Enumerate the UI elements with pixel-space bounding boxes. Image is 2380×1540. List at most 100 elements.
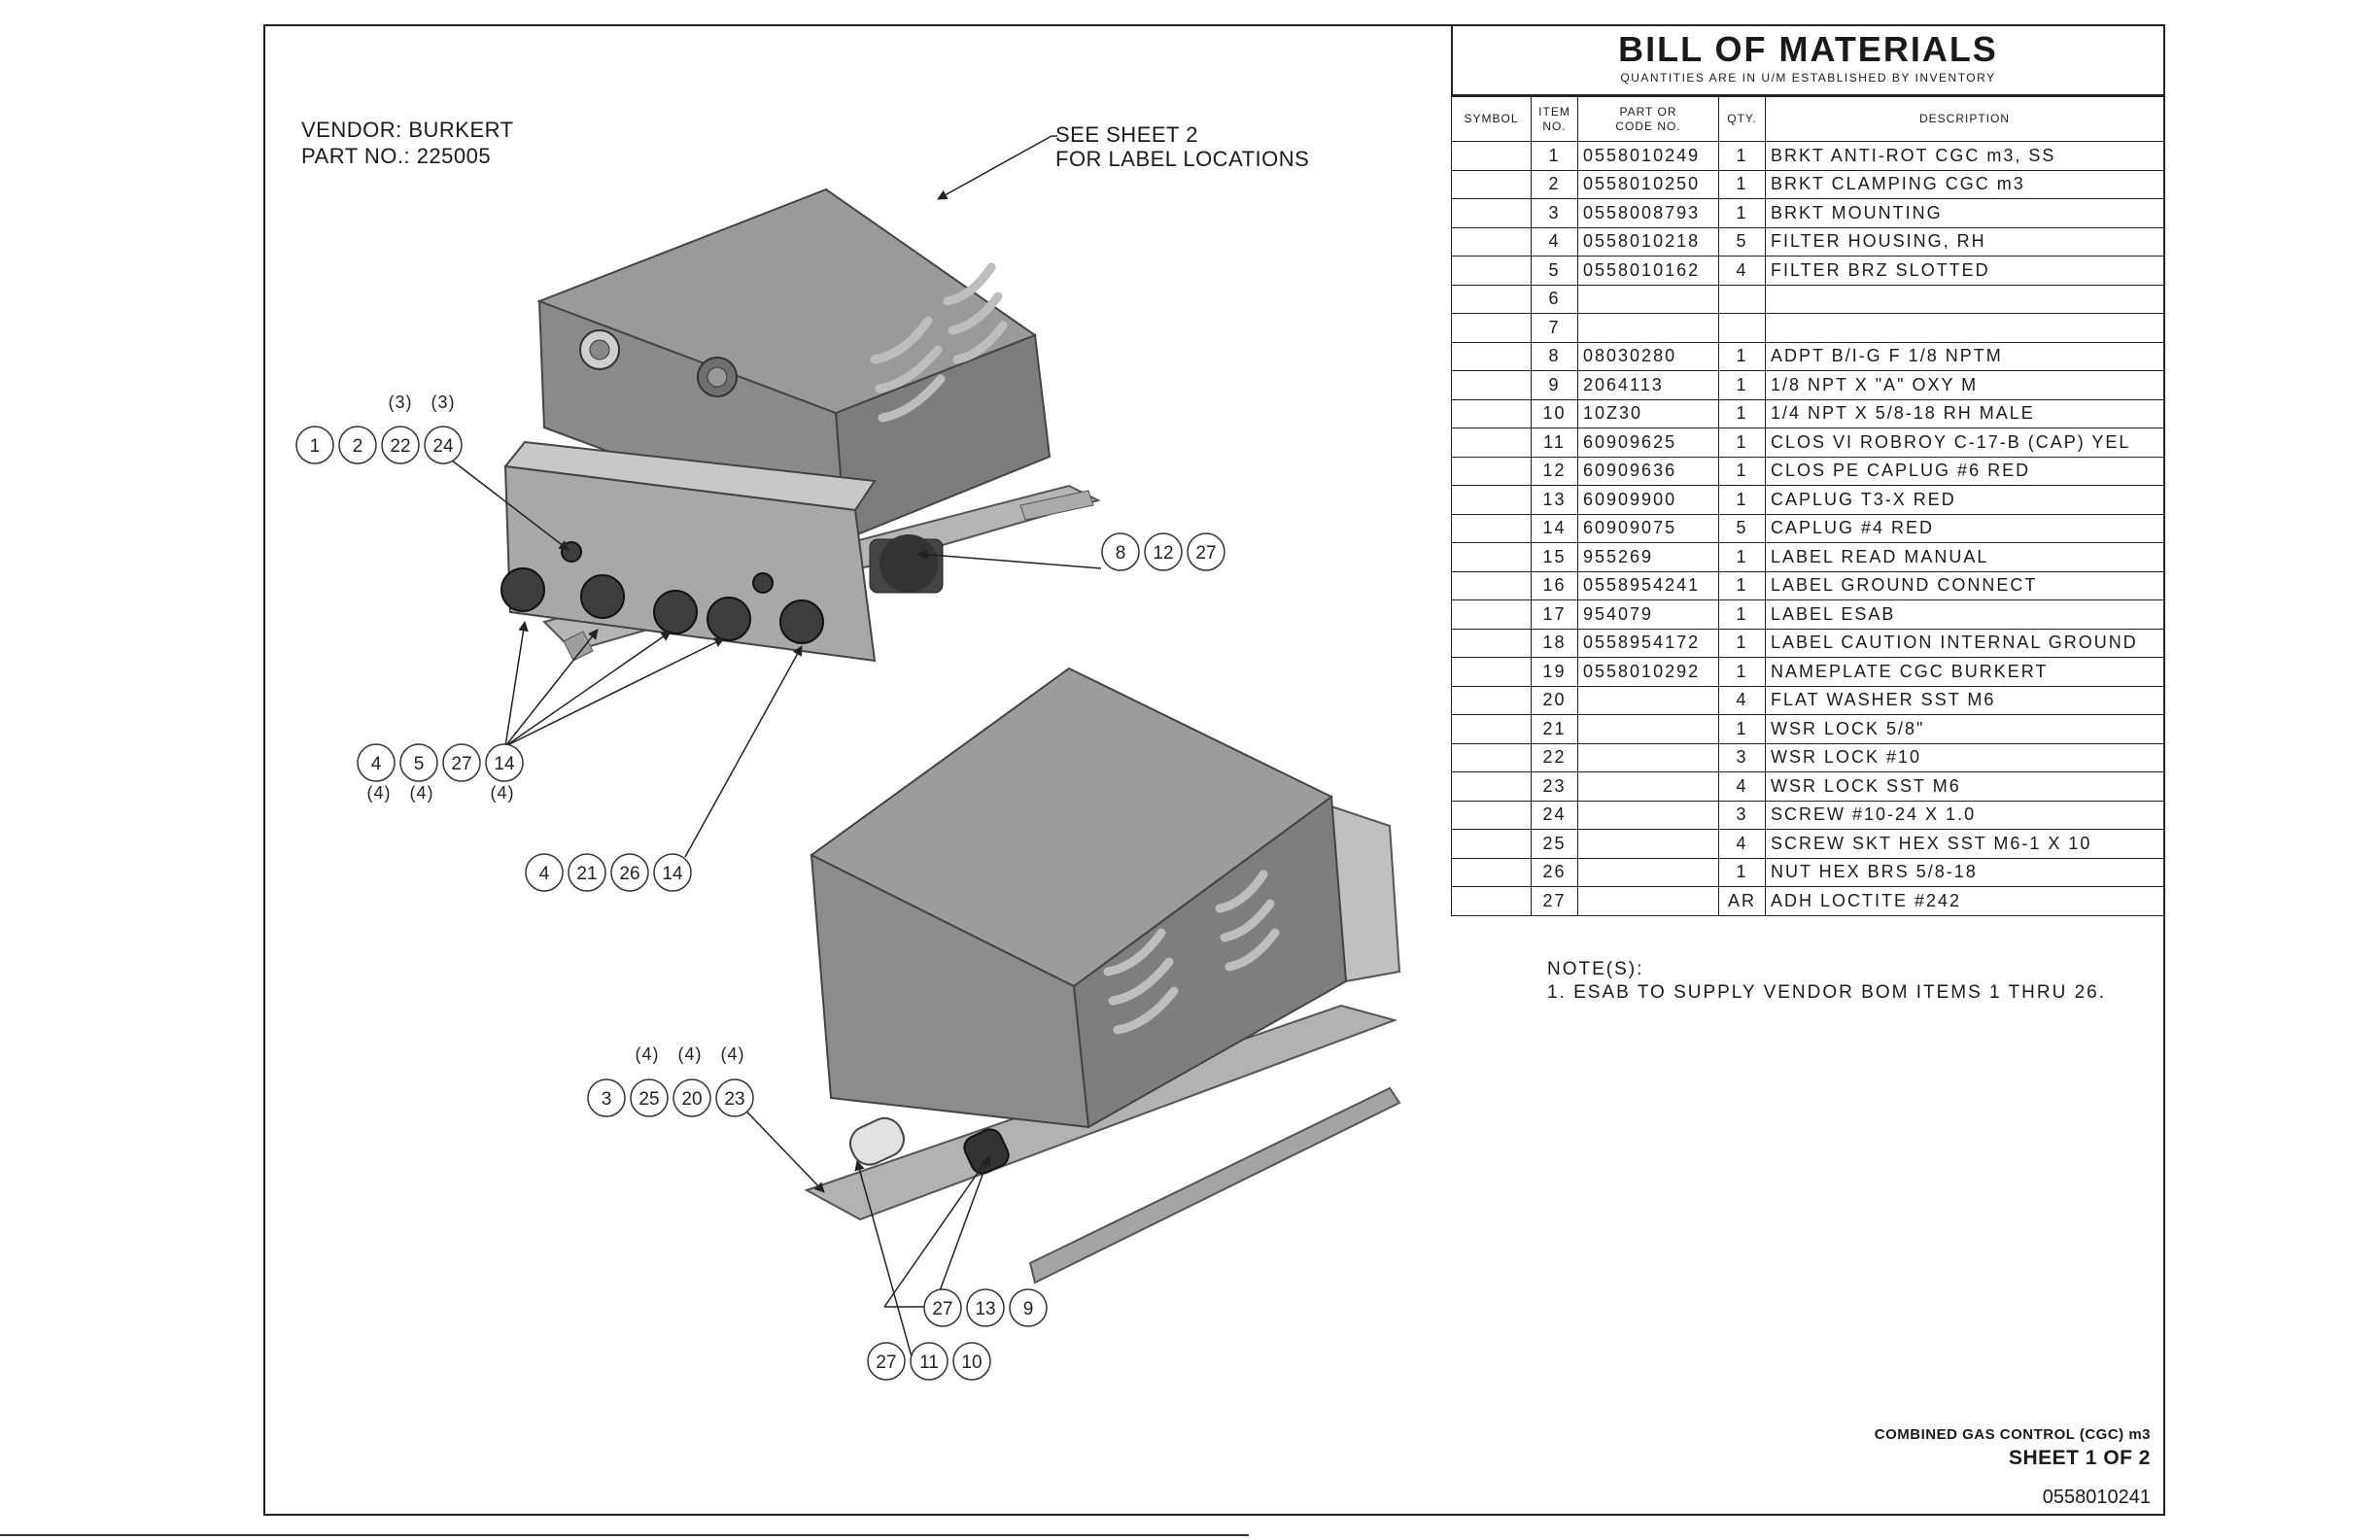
balloon-number: 27 xyxy=(1195,543,1216,564)
bom-symbol-cell xyxy=(1451,570,1532,600)
drawing-frame xyxy=(263,24,2165,1516)
balloon-quantity: (4) xyxy=(678,1044,703,1064)
balloon-number: 24 xyxy=(432,436,454,457)
bom-part-cell: 60909075 xyxy=(1577,513,1719,543)
balloon-quantity: (3) xyxy=(431,393,456,412)
bom-part-cell: 60909900 xyxy=(1577,485,1719,515)
bom-item-cell: 10 xyxy=(1531,398,1578,428)
bom-description-cell: NUT HEX BRS 5/8-18 xyxy=(1765,857,2164,887)
balloon-circle xyxy=(424,426,463,464)
top-assembly-view xyxy=(500,188,1101,663)
bom-part-cell xyxy=(1577,685,1719,715)
bom-item-cell: 4 xyxy=(1531,226,1578,257)
bom-symbol-cell xyxy=(1451,256,1532,286)
balloon-number: 26 xyxy=(619,864,639,884)
balloon-circle xyxy=(1009,1288,1048,1327)
bom-qty-cell: 1 xyxy=(1718,628,1766,658)
bom-part-cell: 0558008793 xyxy=(1577,198,1719,228)
bom-description-cell: 1/4 NPT X 5/8-18 RH MALE xyxy=(1765,398,2164,428)
label-location-callout: SEE SHEET 2 FOR LABEL LOCATIONS xyxy=(1055,122,1309,171)
bom-item-cell: 22 xyxy=(1531,742,1578,772)
bom-qty-cell: 1 xyxy=(1718,198,1766,228)
bom-description-cell: CAPLUG #4 RED xyxy=(1765,513,2164,543)
bom-symbol-cell xyxy=(1451,169,1532,199)
balloon-circle xyxy=(587,1078,626,1117)
bom-part-cell: 0558954241 xyxy=(1577,570,1719,600)
balloon-number: 21 xyxy=(576,864,597,884)
balloon-circle xyxy=(923,1288,962,1327)
balloon-number: 12 xyxy=(1153,543,1173,564)
bom-item-cell: 18 xyxy=(1531,628,1578,658)
balloon-number: 9 xyxy=(1023,1299,1034,1319)
top-connector-pin xyxy=(707,366,728,388)
header-part-line1: PART OR xyxy=(1619,104,1677,119)
bom-description-cell: FILTER HOUSING, RH xyxy=(1765,226,2164,257)
sheet-number: SHEET 1 OF 2 xyxy=(2008,1447,2151,1469)
balloon-circle xyxy=(357,743,396,782)
bom-symbol-cell xyxy=(1451,657,1532,687)
bom-item-cell: 27 xyxy=(1531,886,1578,916)
bom-description-cell: BRKT CLAMPING CGC m3 xyxy=(1765,169,2164,199)
balloon-circle xyxy=(1144,532,1183,571)
bom-item-cell: 9 xyxy=(1531,370,1578,400)
bom-part-cell: 954079 xyxy=(1577,599,1719,630)
bom-symbol-cell xyxy=(1451,141,1532,171)
bom-item-cell: 26 xyxy=(1531,857,1578,887)
bom-part-cell: 0558010218 xyxy=(1577,226,1719,257)
bom-symbol-cell xyxy=(1451,685,1532,715)
bom-part-cell xyxy=(1577,771,1719,802)
bom-qty-cell xyxy=(1718,284,1766,314)
bom-item-cell: 20 xyxy=(1531,685,1578,715)
balloon-number: 4 xyxy=(371,754,382,774)
balloon-circle xyxy=(1101,532,1140,571)
balloon-number: 22 xyxy=(390,436,410,457)
balloon-circle xyxy=(966,1288,1005,1327)
bom-description-cell: WSR LOCK 5/8" xyxy=(1765,714,2164,744)
balloon-circle xyxy=(952,1342,991,1381)
bom-row: 6 xyxy=(1451,284,2164,314)
bom-description-cell: ADH LOCTITE #242 xyxy=(1765,886,2164,916)
header-item-line1: ITEM xyxy=(1538,104,1570,119)
bom-qty-cell: 5 xyxy=(1718,226,1766,257)
title-block: COMBINED GAS CONTROL (CGC) m3 SHEET 1 OF… xyxy=(1875,1426,2151,1470)
top-bracket-foot xyxy=(1019,490,1094,521)
bottom-base-rail xyxy=(1028,1086,1401,1284)
balloon-quantity: (3) xyxy=(389,393,413,412)
bom-description-cell: LABEL GROUND CONNECT xyxy=(1765,570,2164,600)
bom-item-cell: 17 xyxy=(1531,599,1578,630)
bom-symbol-cell xyxy=(1451,857,1532,887)
bom-symbol-cell xyxy=(1451,226,1532,257)
bom-qty-cell: 4 xyxy=(1718,256,1766,286)
bom-title: BILL OF MATERIALS xyxy=(1618,29,1998,69)
bom-description-cell: SCREW #10-24 X 1.0 xyxy=(1765,800,2164,830)
balloon-circle xyxy=(399,743,438,782)
balloon-quantity: (4) xyxy=(367,783,392,803)
bom-item-cell: 5 xyxy=(1531,256,1578,286)
bom-part-cell xyxy=(1577,313,1719,343)
bom-symbol-cell xyxy=(1451,800,1532,830)
bom-qty-cell: 1 xyxy=(1718,456,1766,486)
bom-qty-cell: 1 xyxy=(1718,857,1766,887)
bom-qty-cell: AR xyxy=(1718,886,1766,916)
balloon-circle xyxy=(673,1078,711,1117)
part-number-line: PART NO.: 225005 xyxy=(301,144,492,168)
balloon-number: 1 xyxy=(310,436,321,457)
callout-line-1: SEE SHEET 2 xyxy=(1055,122,1198,147)
bom-part-cell xyxy=(1577,800,1719,830)
